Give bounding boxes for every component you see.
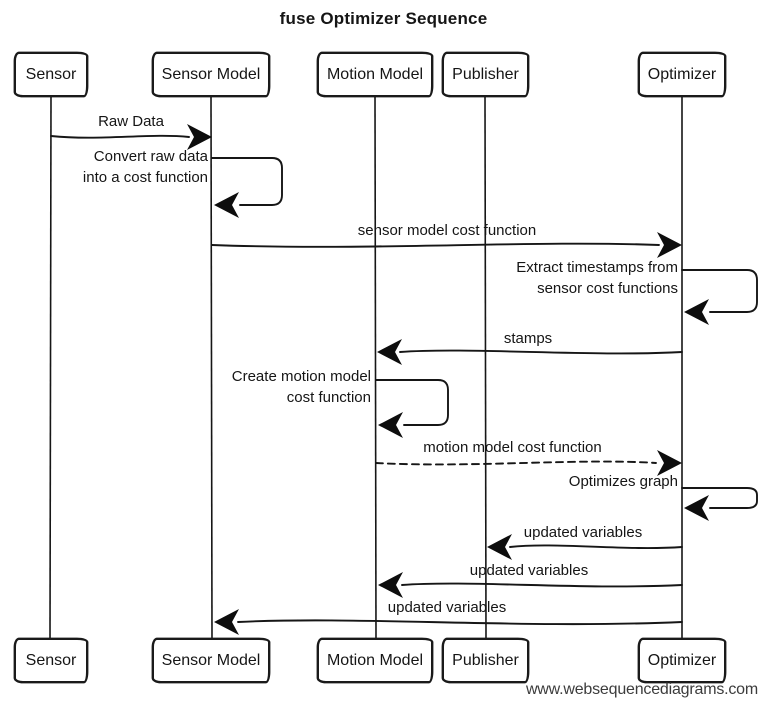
- self-loop-convert: [211, 157, 283, 206]
- arrowhead-updated-variables-publisher: [487, 534, 512, 560]
- arrowhead-sensor-model-cost-function: [657, 232, 682, 258]
- self-loop-optimizes: [681, 487, 758, 509]
- diagram-title: fuse Optimizer Sequence: [279, 9, 488, 28]
- actor-box-sensor-bottom: Sensor: [14, 638, 88, 683]
- message-label-motion-model-cost-function: motion model cost function: [423, 439, 602, 456]
- message-line-stamps: [399, 349, 683, 355]
- actor-box-optimizer-top: Optimizer: [638, 52, 726, 97]
- lifeline-publisher: [484, 96, 487, 640]
- actor-box-motion-model-top: Motion Model: [317, 52, 433, 97]
- message-label-line: into a cost function: [82, 169, 208, 186]
- lifeline-sensor: [49, 96, 52, 640]
- message-label-line: cost function: [286, 389, 371, 406]
- actor-box-sensor-model-bottom: Sensor Model: [152, 638, 270, 683]
- message-label-line: Create motion model: [231, 368, 371, 385]
- message-label-stamps: stamps: [503, 330, 553, 347]
- arrowhead-updated-variables-sensor-model: [214, 609, 239, 635]
- message-label-sensor-model-cost-function: sensor model cost function: [357, 222, 537, 239]
- arrowhead-optimizes: [684, 495, 709, 521]
- message-label-extract: Extract timestamps from sensor cost func…: [488, 257, 678, 299]
- self-loop-create: [375, 379, 449, 426]
- message-line-sensor-model-cost-function: [211, 242, 660, 248]
- message-label-raw-data: Raw Data: [98, 113, 164, 130]
- arrowhead-updated-variables-motion-model: [378, 572, 403, 598]
- watermark: www.websequencediagrams.com: [525, 681, 758, 698]
- arrowhead-extract: [684, 299, 709, 325]
- actor-box-sensor-top: Sensor: [14, 52, 88, 97]
- message-label-convert: Convert raw data into a cost function: [48, 146, 208, 188]
- actor-label: Sensor: [25, 651, 77, 669]
- message-line-updated-variables-publisher: [509, 544, 683, 549]
- actor-label: Publisher: [452, 65, 519, 83]
- actor-box-publisher-bottom: Publisher: [442, 638, 529, 683]
- arrowhead-raw-data: [187, 124, 212, 150]
- self-loop-extract: [681, 269, 758, 313]
- actor-label: Publisher: [452, 651, 519, 669]
- message-label-updated-variables-motion-model: updated variables: [469, 562, 589, 579]
- message-label-optimizes-graph: Optimizes graph: [568, 473, 678, 490]
- actor-box-sensor-model-top: Sensor Model: [152, 52, 270, 97]
- actor-box-motion-model-bottom: Motion Model: [317, 638, 433, 683]
- arrowhead-create: [378, 412, 403, 438]
- message-label-create: Create motion model cost function: [192, 366, 371, 408]
- actor-label: Optimizer: [647, 65, 717, 83]
- arrowhead-convert: [214, 192, 239, 218]
- arrowhead-motion-model-cost-function: [657, 450, 682, 476]
- actor-label: Sensor: [25, 65, 77, 83]
- actor-box-publisher-top: Publisher: [442, 52, 529, 97]
- actor-label: Sensor Model: [161, 651, 261, 669]
- message-label-line: sensor cost functions: [537, 280, 678, 297]
- lifeline-motion-model: [374, 96, 377, 640]
- message-label-line: Convert raw data: [93, 148, 208, 165]
- actor-label: Motion Model: [326, 65, 424, 83]
- actor-label: Optimizer: [647, 651, 717, 669]
- message-line-updated-variables-motion-model: [401, 582, 683, 588]
- message-line-updated-variables-sensor-model: [237, 619, 683, 626]
- arrowhead-stamps: [377, 339, 402, 365]
- actor-label: Sensor Model: [161, 65, 261, 83]
- message-label-line: Extract timestamps from: [516, 259, 678, 276]
- lifeline-sensor-model: [210, 96, 213, 640]
- actor-label: Motion Model: [326, 651, 424, 669]
- actor-box-optimizer-bottom: Optimizer: [638, 638, 726, 683]
- message-label-updated-variables-publisher: updated variables: [523, 524, 643, 541]
- message-label-updated-variables-sensor-model: updated variables: [387, 599, 507, 616]
- message-line-motion-model-cost-function: [375, 460, 657, 466]
- message-line-raw-data: [50, 134, 190, 139]
